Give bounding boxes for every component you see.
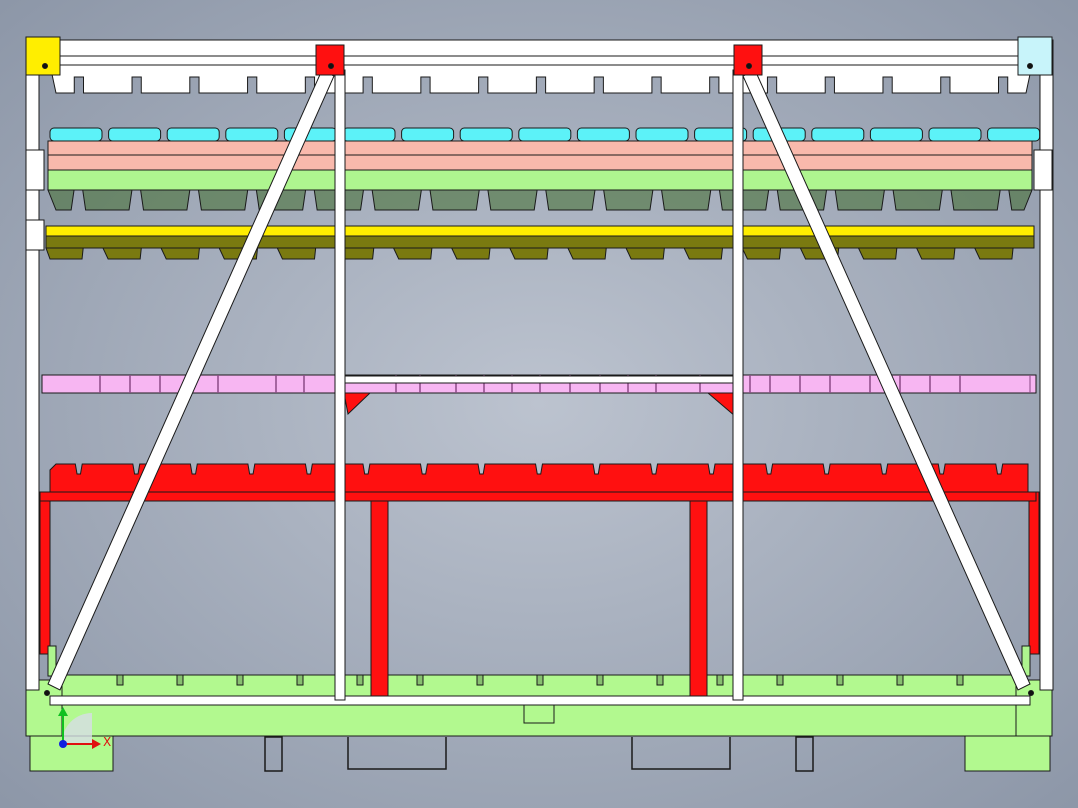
cyan-pad [518, 127, 572, 142]
pink-bar [41, 374, 1037, 394]
side-clip-left-1 [25, 149, 45, 191]
cyan-pad [225, 127, 279, 142]
olive-bar [45, 235, 1035, 249]
base-tray-slot [476, 674, 484, 686]
yellow-bar [45, 225, 1035, 237]
cyan-pad [401, 127, 455, 142]
coordinate-triad: X [58, 707, 111, 749]
base-tray-slot [356, 674, 364, 686]
side-clip-left-2 [25, 219, 45, 251]
base-tray-slot [596, 674, 604, 686]
cyan-pad [869, 127, 923, 142]
cyan-pad [635, 127, 689, 142]
red-rack-post-left [370, 499, 389, 701]
x-axis-arrowhead [92, 739, 101, 749]
red-rack [39, 463, 1040, 701]
white-frame [25, 39, 1054, 706]
corner-block-red-left [315, 44, 345, 76]
frame-top-comb [49, 64, 1033, 94]
frame-top-rail [29, 39, 1049, 57]
base-tray-slot [236, 674, 244, 686]
cyan-pad [987, 127, 1041, 142]
cyan-pad-row [49, 127, 1041, 142]
corner-block-yellow [25, 36, 61, 76]
olive-comb [45, 247, 1034, 260]
base-tray-slots [116, 674, 964, 686]
corner-blocks [25, 36, 1053, 696]
cyan-pad [576, 127, 630, 142]
base-tray-slot [656, 674, 664, 686]
frame-post-inner-right [732, 69, 744, 701]
base-foot-right [964, 734, 1051, 772]
green-bar-top [47, 169, 1033, 191]
frame-mid-rail [343, 375, 737, 384]
base-tray-slot [536, 674, 544, 686]
base-tray-slot [116, 674, 124, 686]
red-bracket-left [343, 392, 372, 415]
red-rack-post-right [689, 499, 708, 701]
base-tray-slot [836, 674, 844, 686]
base-tray-slot [896, 674, 904, 686]
red-rack-comb [49, 463, 1029, 493]
red-rack-leg-right [1028, 491, 1040, 655]
base-tray-slot [416, 674, 424, 686]
red-rack-leg-left [39, 491, 51, 655]
cyan-pad [166, 127, 220, 142]
side-clip-right-1 [1033, 149, 1053, 191]
base-skids [264, 736, 814, 772]
frame-post-left [25, 39, 40, 691]
base-tray-slot [716, 674, 724, 686]
base-tray-slot [956, 674, 964, 686]
x-axis-label: X [103, 735, 111, 749]
base-tray-slot [296, 674, 304, 686]
salmon-bar-bottom [47, 154, 1033, 171]
red-rack-shelf [39, 491, 1037, 502]
cyan-pad [811, 127, 865, 142]
base-tray-slot [176, 674, 184, 686]
frame-top-rail-lower [49, 55, 1033, 66]
corner-block-cyan [1017, 36, 1053, 76]
base-platform [25, 674, 1053, 772]
corner-block-red-right [733, 44, 763, 76]
cyan-pad [342, 127, 396, 142]
z-axis-dot [59, 740, 67, 748]
frame-post-right [1039, 39, 1054, 691]
frame-bottom-rail [49, 695, 1031, 706]
cyan-pad [928, 127, 982, 142]
base-tray-slot [776, 674, 784, 686]
green-comb [47, 189, 1033, 211]
cyan-pad [459, 127, 513, 142]
cyan-pad [49, 127, 103, 142]
frame-post-inner-left [334, 69, 346, 701]
salmon-bar-top [47, 140, 1033, 157]
cyan-pad [108, 127, 162, 142]
y-axis-arrowhead [58, 707, 68, 716]
